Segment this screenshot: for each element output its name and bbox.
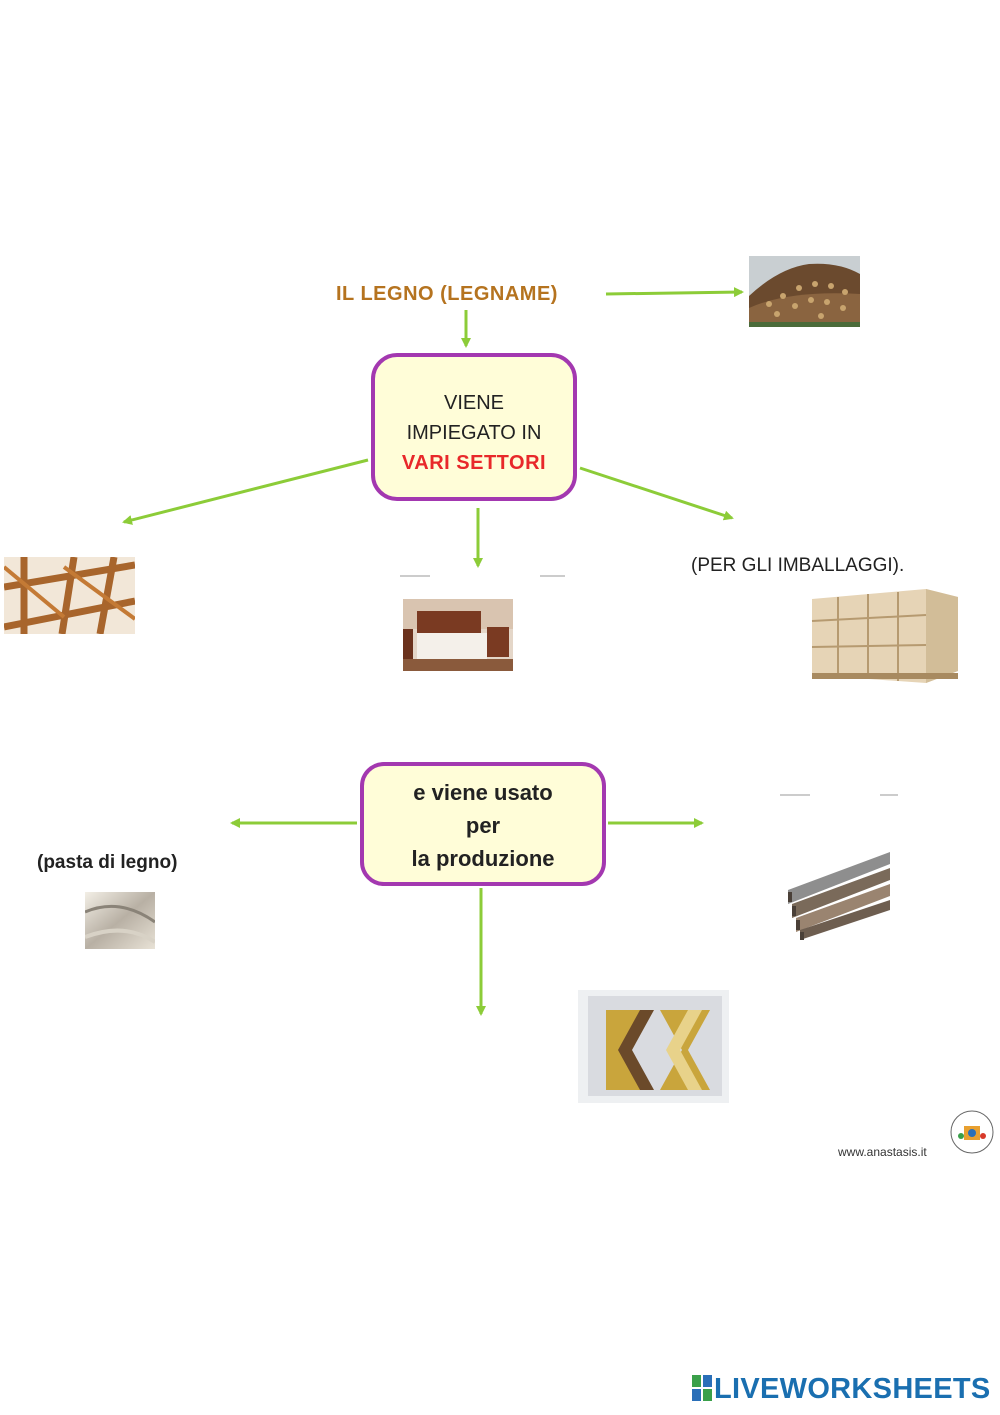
blank-line	[400, 575, 430, 577]
liveworksheets-logo-icon	[692, 1375, 712, 1401]
diagram-title: IL LEGNO (LEGNAME)	[336, 283, 558, 305]
sectors-box-line3: VARI SETTORI	[401, 452, 547, 474]
blank-line	[780, 794, 810, 796]
wood-planks-image	[778, 850, 891, 942]
anastasis-logo	[950, 1110, 994, 1154]
bedroom-furniture-image	[403, 599, 513, 671]
roof-beams-image	[4, 557, 135, 634]
packaging-label: (PER GLI IMBALLAGGI).	[691, 555, 905, 576]
sectors-box: VIENE IMPIEGATO IN VARI SETTORI	[371, 353, 577, 501]
arrow-box-to-beams	[122, 458, 369, 525]
credit-text: www.anastasis.it	[838, 1145, 927, 1159]
arrow-title-to-logs	[605, 287, 744, 298]
production-box-line1: e viene usato	[413, 780, 553, 805]
paper-pulp-label: (pasta di legno)	[37, 852, 178, 873]
log-pile-image	[749, 256, 860, 327]
liveworksheets-brand: LIVEWORKSHEETS	[692, 1373, 991, 1406]
blank-line	[880, 794, 898, 796]
sectors-box-line1: VIENE	[443, 392, 505, 414]
blank-line	[540, 575, 565, 577]
sectors-box-line2: IMPIEGATO IN	[406, 422, 542, 444]
production-box-line3: la produzione	[411, 846, 555, 871]
production-box: e viene usato per la produzione	[360, 762, 606, 886]
brand-text: LIVEWORKSHEETS	[714, 1373, 991, 1405]
arrow-box-to-crate	[579, 466, 734, 521]
paper-roll-image	[85, 892, 155, 949]
wooden-crate-image	[808, 587, 960, 685]
particle-board-image	[578, 990, 729, 1103]
production-box-line2: per	[465, 813, 501, 838]
